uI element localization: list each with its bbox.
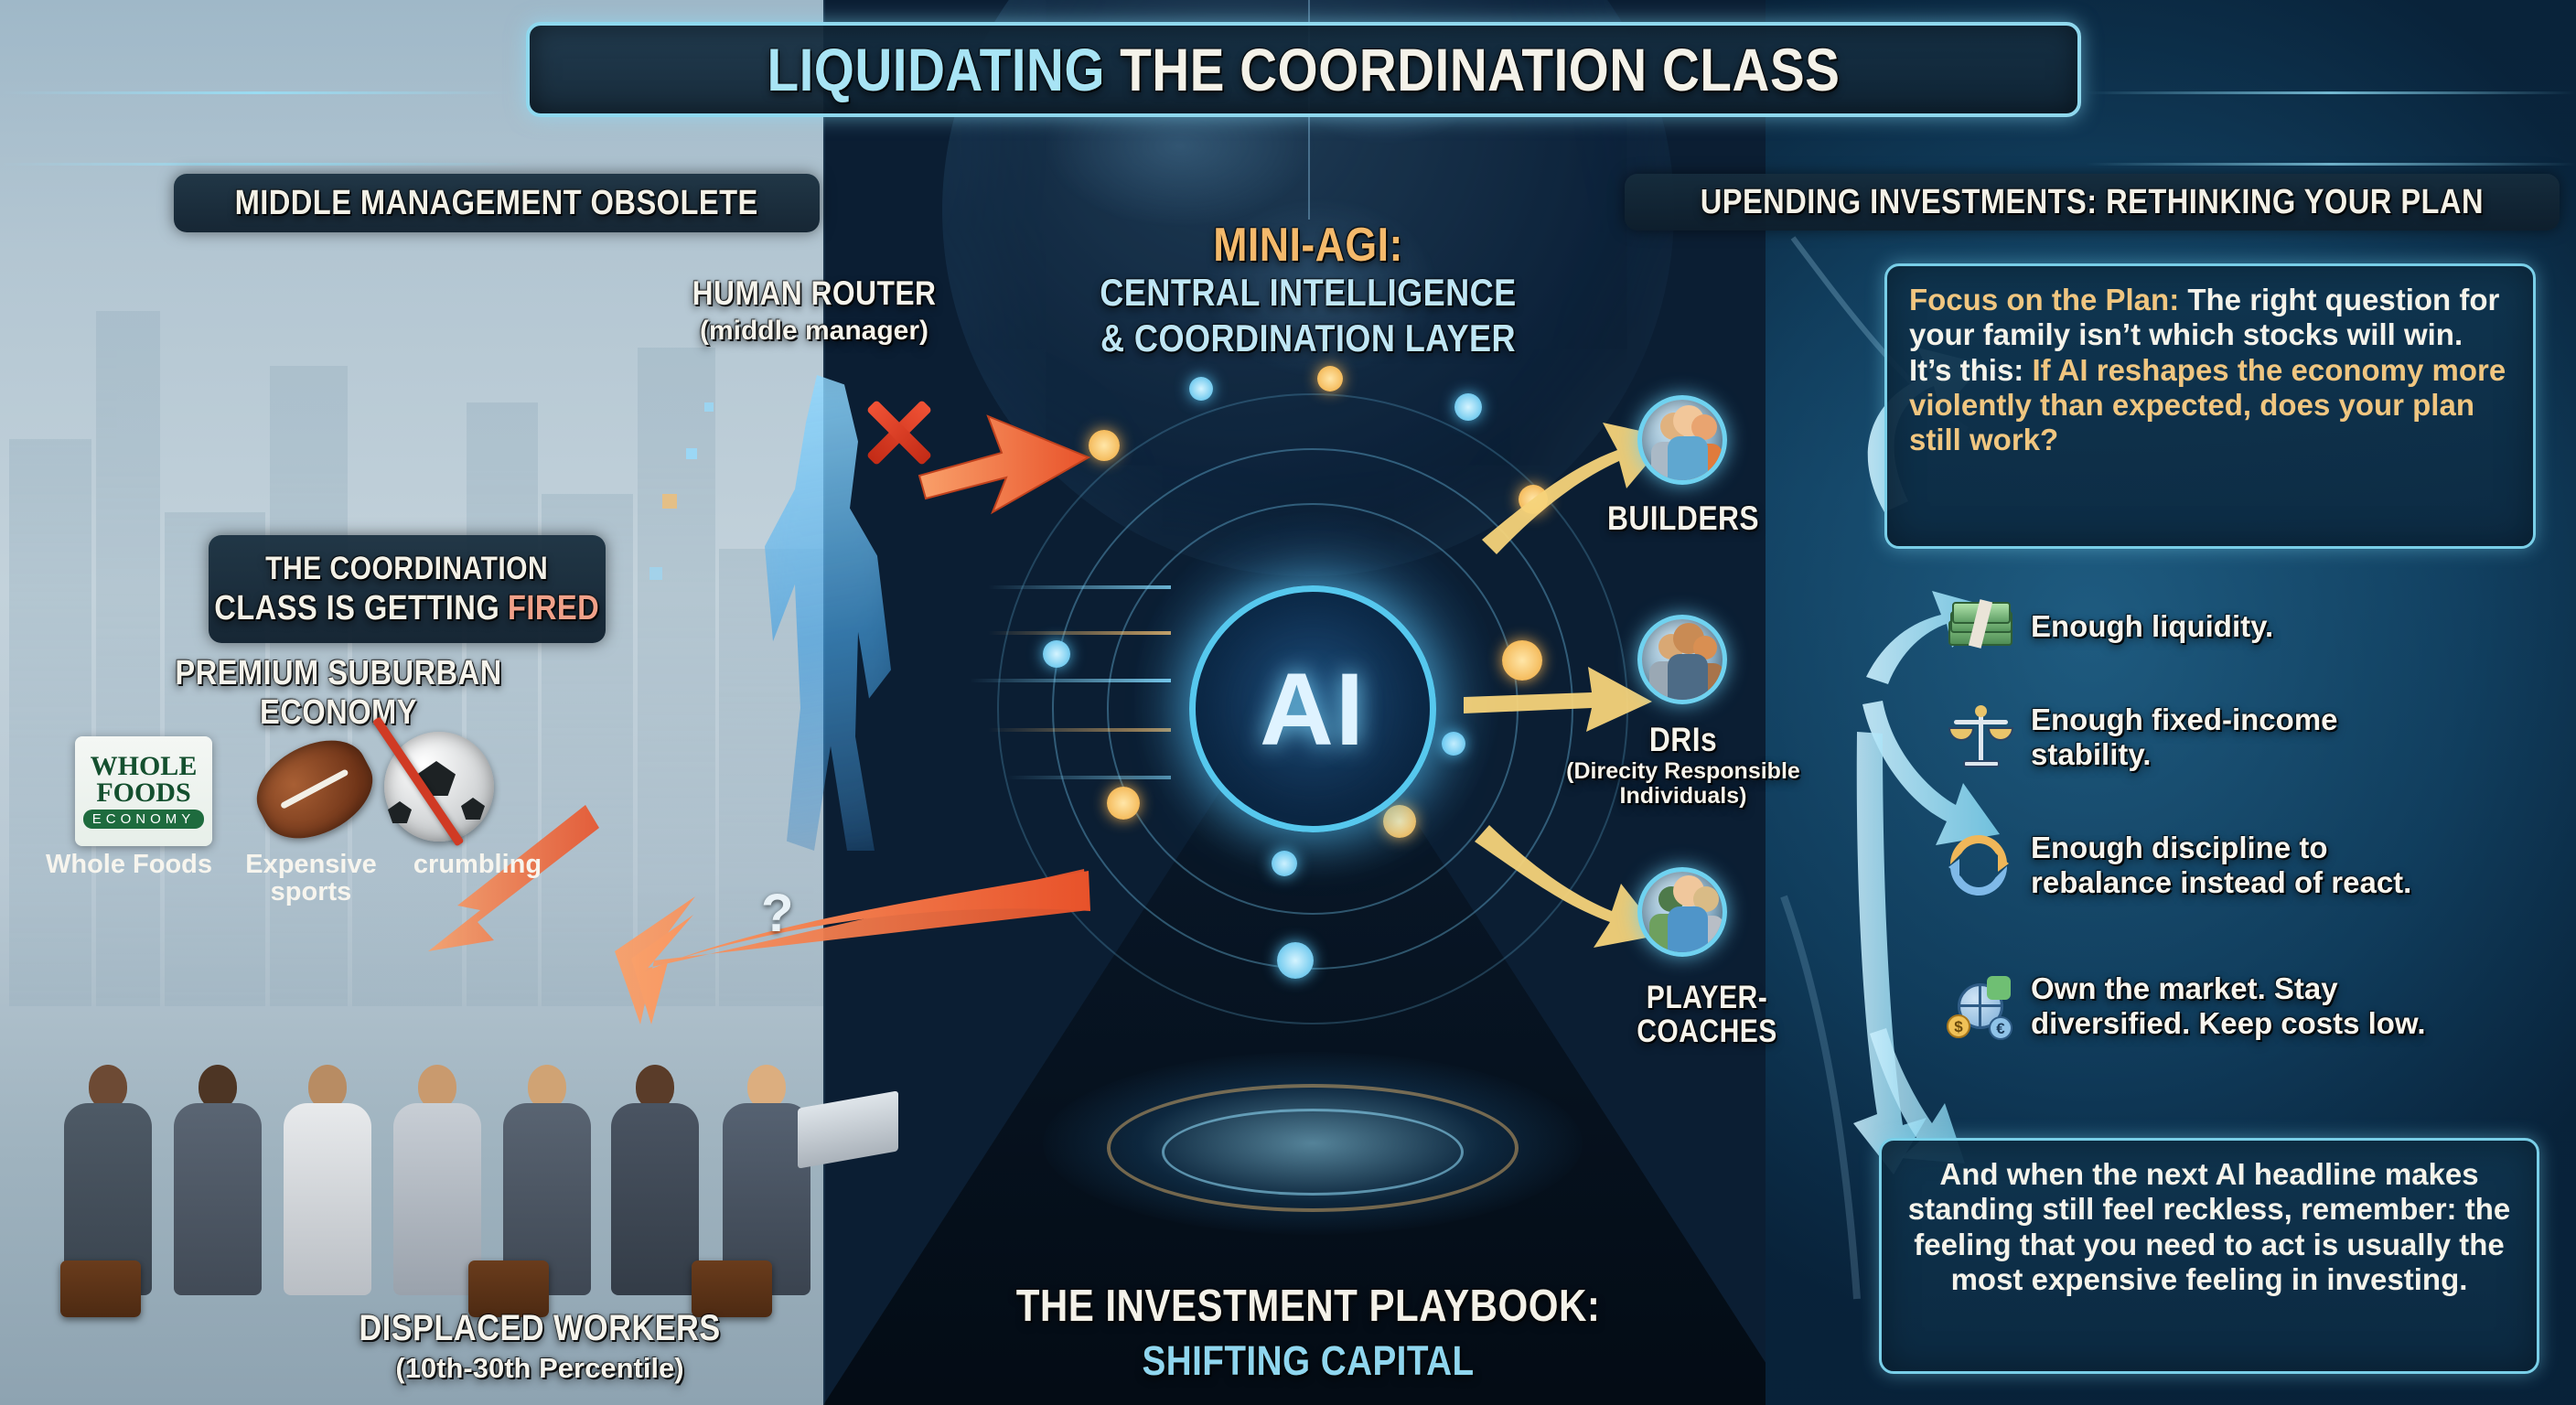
human-router-label: HUMAN ROUTER [692,274,937,312]
network-node-dot [1043,640,1070,668]
bullet-discipline-text: Enough discipline to rebalance instead o… [2031,831,2412,899]
network-node-dot [1519,485,1548,514]
base-ring [1162,1109,1464,1196]
network-node-dot [1272,851,1297,876]
bullet-liquidity: Enough liquidity. [1947,593,2532,660]
focus-on-plan-box: Focus on the Plan: The right question fo… [1884,263,2536,549]
bullet-own-market: $ € Own the market. Stay diversified. Ke… [1947,971,2532,1040]
base-ring [1107,1084,1519,1212]
node-dris-icon [1637,615,1727,704]
focus-on-plan-text: Focus on the Plan: The right question fo… [1909,283,2511,457]
title-accent: LIQUIDATING [767,36,1105,103]
worker-figure [284,1065,371,1295]
whole-foods-logo: WHOLE FOODS ECONOMY [75,736,212,846]
bullet-discipline: Enough discipline to rebalance instead o… [1947,831,2532,899]
node-dris-sublabel: (Direcity Responsible Individuals) [1566,758,1800,809]
displaced-workers-label: DISPLACED WORKERS [359,1308,721,1348]
soccer-ball-declining-icon [384,732,494,842]
node-player-coaches-icon [1637,867,1727,957]
whole-foods-line1: WHOLE [90,751,198,781]
node-player-coaches-label: PLAYER-COACHES [1637,980,1777,1050]
mini-agi-title: MINI-AGI: [1213,219,1403,272]
suburban-caption-0: Whole Foods [45,850,213,879]
network-node-dot [1454,393,1482,421]
bullet-fixed-income-text: Enough fixed-income stability. [2031,702,2338,771]
bullet-liquidity-text: Enough liquidity. [2031,609,2274,644]
node-builders-label: BUILDERS [1606,499,1760,537]
suburban-economy-header: PREMIUM SUBURBAN ECONOMY [175,654,502,732]
worker-figure [174,1065,262,1295]
network-node-dot [1089,430,1120,461]
mini-agi-line2: & COORDINATION LAYER [1100,316,1517,359]
displaced-workers-sublabel: (10th-30th Percentile) [395,1352,684,1384]
bullet-own-market-text: Own the market. Stay diversified. Keep c… [2031,971,2426,1040]
ai-core: AI [1189,585,1436,832]
suburban-caption-1: Expensive sports [245,850,377,907]
whole-foods-line2: FOODS [96,777,191,808]
page-title: LIQUIDATING THE COORDINATION CLASS [767,39,1841,100]
balance-scale-icon [1947,703,2014,771]
mini-agi-line1: CENTRAL INTELLIGENCE [1100,271,1517,314]
globe-currency-icon: $ € [1947,972,2014,1040]
circuit-line [1006,776,1171,779]
red-x-icon [860,393,939,472]
node-builders-icon [1637,395,1727,485]
closing-remark-box: And when the next AI headline makes stan… [1879,1138,2539,1374]
suburban-caption-2: crumbling [413,850,542,879]
circuit-line [988,585,1171,589]
network-node-dot [1317,366,1343,391]
network-node-dot [1383,805,1416,838]
investment-playbook: THE INVESTMENT PLAYBOOK: SHIFTING CAPITA… [823,1281,1793,1385]
title-rest: THE COORDINATION CLASS [1120,36,1841,103]
ai-core-label: AI [1260,651,1366,767]
playbook-line2: SHIFTING CAPITAL [1142,1337,1475,1384]
briefcase-icon [468,1260,549,1317]
fired-banner-accent: FIRED [508,588,600,627]
right-section-header-label: UPENDING INVESTMENTS: RETHINKING YOUR PL… [1700,182,2485,221]
left-section-header-label: MIDDLE MANAGEMENT OBSOLETE [234,183,759,222]
right-section-header: UPENDING INVESTMENTS: RETHINKING YOUR PL… [1625,174,2560,231]
scanline [2086,91,2576,94]
worker-figure [393,1065,481,1295]
network-node-dot [1502,640,1542,681]
whole-foods-line3: ECONOMY [82,810,205,829]
fired-banner-line2: CLASS IS GETTING FIRED [215,589,600,628]
playbook-line1: THE INVESTMENT PLAYBOOK: [1015,1282,1601,1331]
circuit-line [988,728,1171,732]
focus-tail: If AI reshapes the economy more violentl… [1909,352,2506,457]
network-node-dot [1189,377,1213,401]
scanline [0,91,512,94]
circuit-line [988,631,1171,635]
focus-lead: Focus on the Plan: [1909,283,2180,316]
rebalance-arrows-icon [1947,831,2014,899]
coordination-class-fired-banner: THE COORDINATION CLASS IS GETTING FIRED [209,535,606,643]
closing-remark-text: And when the next AI headline makes stan… [1907,1157,2511,1296]
node-dris-label: DRIs [1648,721,1718,758]
briefcase-icon [60,1260,141,1317]
cash-stack-icon [1947,593,2014,660]
bullet-fixed-income: Enough fixed-income stability. [1947,702,2532,771]
scanline [0,163,531,166]
question-mark-icon: ? [761,884,794,943]
focus-mid: The right question for your family isn’t… [1909,283,2500,387]
briefcase-icon [692,1260,772,1317]
network-node-dot [1277,942,1314,979]
circuit-line [970,679,1171,682]
scanline [2086,163,2576,166]
fired-banner-line2-white: CLASS IS GETTING [214,588,500,627]
main-title-bar: LIQUIDATING THE COORDINATION CLASS [526,22,2081,117]
human-router-sublabel: (middle manager) [699,316,929,346]
fired-banner-line1: THE COORDINATION [265,550,549,586]
network-node-dot [1107,787,1140,820]
left-section-header: MIDDLE MANAGEMENT OBSOLETE [174,174,820,232]
worker-figure [611,1065,699,1295]
network-node-dot [1442,732,1465,756]
